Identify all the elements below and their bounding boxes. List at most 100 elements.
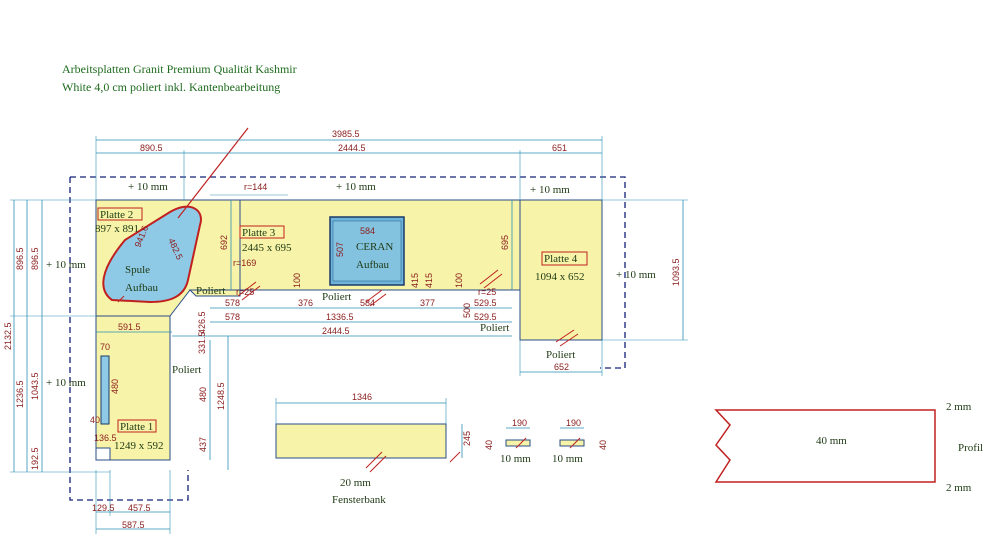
dim-480b: 480 [198,387,208,402]
fensterbank-seam-1 [365,451,383,469]
dim-r25b: r=25 [478,287,496,297]
dim-4575: 457.5 [128,503,151,513]
dim-left-lower-2: 1043.5 [30,372,40,400]
chain-dimensions [172,307,512,337]
profil-shape [714,409,936,483]
margin-top-right: + 10 mm [530,184,570,196]
section-a-slab [505,439,531,447]
fensterbank-seam-3 [449,451,461,463]
sink-label-2: Aufbau [125,282,158,294]
bottom-dimensions [95,470,171,534]
sink-cutout [102,205,202,304]
fensterbank-slab [275,423,447,459]
sink-leader-line [177,127,249,219]
fensterbank-thickness: 20 mm [340,477,371,489]
poliert-2: Poliert [322,291,351,303]
section-b-label: 10 mm [552,453,583,465]
outer-outline [69,176,626,501]
platte-2-size: 897 x 891 [95,223,139,235]
dim-5915: 591.5 [118,322,141,332]
ceran-inner [332,220,402,282]
dim-top-b: 2444.5 [338,143,366,153]
poliert-5: Poliert [172,364,201,376]
corner-notch [95,447,111,461]
dim-437: 437 [198,437,208,452]
dim-left-bottom: 192.5 [30,447,40,470]
dim-left-outer: 2132.5 [3,322,13,350]
dim-245: 245 [462,431,472,446]
profil-center: 40 mm [816,435,847,447]
dim-695: 695 [500,235,510,250]
dim-24445: 2444.5 [322,326,350,336]
dim-left-upper-1: 896.5 [15,247,25,270]
dim-377: 377 [420,298,435,308]
platte-1-size: 1249 x 592 [114,440,164,452]
section-b-seam [569,437,581,449]
sink-label-1: Spule [125,264,150,276]
platte-3-label-box [239,225,285,239]
margin-top-mid: + 10 mm [336,181,376,193]
section-b-slab [559,439,585,447]
platte-4-label: Platte 4 [544,253,578,265]
margin-left-lower: + 10 mm [46,377,86,389]
dim-4155b: 415 [424,273,434,288]
profil-label: Profil [958,442,983,454]
dim-5875: 587.5 [122,520,145,530]
platte-2-label-box [97,207,143,221]
profil-bottom: 2 mm [946,482,972,494]
margin-top-left: + 10 mm [128,181,168,193]
dim-4265: 426.5 [197,311,207,334]
dim-top-total: 3985.5 [332,129,360,139]
slab-platte-4 [519,199,603,341]
dim-40b: 40 [484,440,494,450]
dim-1295: 129.5 [92,503,115,513]
dim-578a: 578 [225,298,240,308]
dim-12485: 1248.5 [216,382,226,410]
dim-13365: 1336.5 [326,312,354,322]
title-line-2: White 4,0 cm poliert inkl. Kantenbearbei… [62,80,280,94]
platte-3-label: Platte 3 [242,227,276,239]
dim-190a: 190 [512,418,527,428]
platte-3-size: 2445 x 695 [242,242,292,254]
dim-190b: 190 [566,418,581,428]
dim-500: 500 [462,303,472,318]
poliert-4: Poliert [546,349,575,361]
narrow-cutout [100,355,110,425]
section-a-seam [515,437,527,449]
margin-left-upper: + 10 mm [46,259,86,271]
dim-40c: 40 [598,440,608,450]
ceran-label-2: Aufbau [356,259,389,271]
platte-4-size: 1094 x 652 [535,271,585,283]
dim-r144: r=144 [244,182,267,192]
dim-100a: 100 [292,273,302,288]
left-dimensions [10,199,110,473]
dim-5295a: 529.5 [474,298,497,308]
dim-r169: r=169 [233,258,256,268]
dim-584a: 584 [360,226,375,236]
dim-584b: 584 [360,298,375,308]
dim-r25a: r=25 [236,287,254,297]
dim-70: 70 [100,342,110,352]
top-dimensions [95,136,603,200]
dim-1365: 136.5 [94,433,117,443]
title-line-1: Arbeitsplatten Granit Premium Qualität K… [62,62,297,76]
slab-connector [188,289,241,297]
dim-3315: 331.5 [197,331,207,354]
poliert-1: Poliert [196,285,225,297]
dim-100b: 100 [454,273,464,288]
dim-480a: 480 [110,379,120,394]
dim-top-a: 890.5 [140,143,163,153]
fensterbank-label: Fensterbank [332,494,386,506]
dim-right-total: 1093.5 [671,258,681,286]
ceran-label-1: CERAN [356,241,393,253]
platte-2-label: Platte 2 [100,209,133,221]
dim-top-c: 651 [552,143,567,153]
dim-5295b: 529.5 [474,312,497,322]
margin-right: + 10 mm [616,269,656,281]
dim-692: 692 [219,235,229,250]
poliert-3: Poliert [480,322,509,334]
platte-4-label-box [541,251,588,266]
platte-1-label: Platte 1 [120,421,153,433]
